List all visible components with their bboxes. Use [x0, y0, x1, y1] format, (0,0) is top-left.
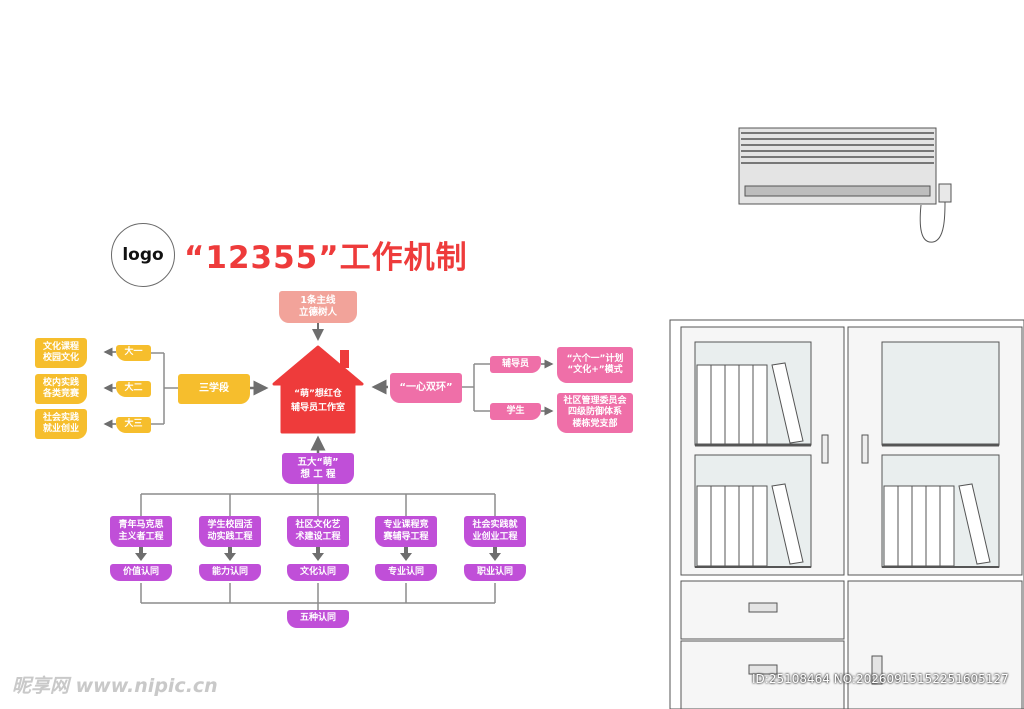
- project-2: 学生校园活 动实践工程: [199, 516, 261, 547]
- page-title: “12355”工作机制: [184, 240, 468, 276]
- level-year-3: 大三: [116, 417, 151, 433]
- outcome-student: 社区管理委员会 四级防御体系 楼栋党支部: [557, 393, 633, 433]
- outcome-counselor: “六个一”计划 “文化+”模式: [557, 347, 633, 383]
- role-student: 学生: [490, 403, 541, 420]
- main-line-box: 1条主线 立德树人: [279, 291, 357, 323]
- watermark-id: ID:25108464 NO:20260915152251605127: [752, 672, 1009, 686]
- watermark-logo: 昵享网 www.nipic.cn: [12, 675, 218, 697]
- studio-name: “萌”想红仓 辅导员工作室: [290, 389, 345, 413]
- one-heart-two-rings-hub: “一心双环”: [390, 373, 462, 403]
- logo: logo: [111, 223, 175, 287]
- right-connectors: [462, 359, 554, 416]
- air-conditioner-icon: [738, 127, 952, 243]
- recognition-5: 职业认同: [464, 564, 526, 581]
- project-5: 社会实践就 业创业工程: [464, 516, 526, 547]
- recognition-1: 价值认同: [110, 564, 172, 581]
- level-year-1: 大一: [116, 345, 151, 361]
- recognition-2: 能力认同: [199, 564, 261, 581]
- outcome-year-2: 校内实践 各类竞赛: [35, 374, 87, 404]
- recognition-4: 专业认同: [375, 564, 437, 581]
- recognition-3: 文化认同: [287, 564, 349, 581]
- left-connectors: [103, 347, 178, 429]
- project-3: 社区文化艺 术建设工程: [287, 516, 349, 547]
- outcome-year-3: 社会实践 就业创业: [35, 409, 87, 439]
- five-recognitions-summary: 五种认同: [287, 610, 349, 628]
- project-1: 青年马克思 主义者工程: [110, 516, 172, 547]
- role-counselor: 辅导员: [490, 356, 541, 373]
- house-icon: [272, 345, 364, 434]
- bottom-connectors: [140, 484, 496, 610]
- three-stages-hub: 三学段: [178, 374, 250, 404]
- project-arrows: [135, 547, 501, 561]
- five-projects-hub: 五大“萌” 想 工 程: [282, 453, 354, 484]
- level-year-2: 大二: [116, 381, 151, 397]
- project-4: 专业课程竞 赛辅导工程: [375, 516, 437, 547]
- cabinet-icon: [669, 319, 1024, 709]
- outcome-year-1: 文化课程 校园文化: [35, 338, 87, 368]
